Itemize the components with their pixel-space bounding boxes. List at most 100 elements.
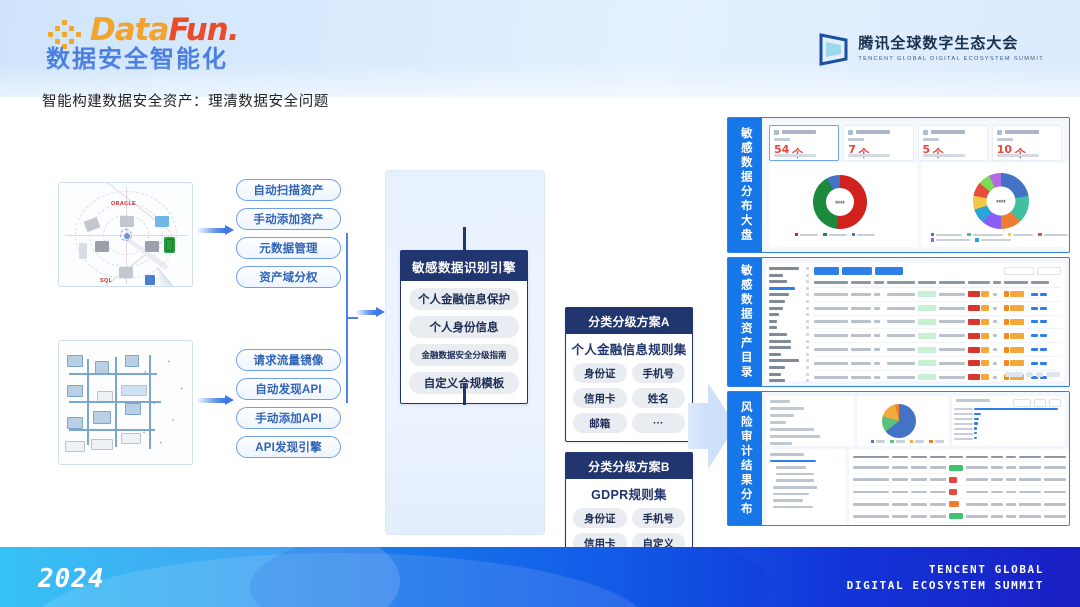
legend-entry [823,233,847,237]
risk-table-row[interactable] [853,474,1069,487]
stat-card[interactable]: 54 个 [769,125,840,161]
search-input[interactable] [1004,267,1034,275]
diagram-canvas: ORACLE SQL [0,115,1080,587]
level-badge [1004,305,1028,312]
table-row[interactable] [814,288,1061,302]
scheme-a-tag-more[interactable]: ··· [631,413,685,433]
engine-rule-item[interactable]: 个人金融信息保护 [409,288,519,310]
table-row[interactable] [814,343,1061,357]
table-row[interactable] [814,329,1061,344]
risk-status-badge [949,476,957,483]
scheme-b-tag[interactable]: 身份证 [573,508,627,528]
api-action-item[interactable]: 自动发现API [236,378,341,400]
tree-node[interactable] [769,352,809,356]
tree-node[interactable] [769,365,809,369]
risk-table-row[interactable] [853,523,1069,525]
engine-rule-item[interactable]: 个人身份信息 [409,316,519,338]
row-actions[interactable] [1031,320,1049,324]
tree-node-selected[interactable] [769,286,809,290]
tree-node[interactable] [769,372,809,376]
risk-status-badge [949,464,963,471]
tree-node[interactable] [769,299,809,303]
engine-rule-item[interactable]: 金融数据安全分级指南 [409,344,519,366]
risk-badge [968,374,990,381]
tree-node[interactable] [769,359,809,363]
tree-node[interactable] [769,346,809,350]
toolbar-button[interactable] [842,267,872,275]
level-badge [1004,291,1028,298]
stat-unit: 个 [858,145,869,161]
risk-table-row[interactable] [853,511,1069,523]
risk-table-row[interactable] [853,499,1069,511]
row-actions[interactable] [1031,361,1049,365]
stat-unit: 个 [1015,145,1026,161]
stat-card[interactable]: 7 个 [843,125,914,161]
tree-node[interactable] [769,306,809,310]
tree-node[interactable] [769,313,809,317]
row-actions[interactable] [1031,292,1049,296]
asset-action-item[interactable]: 手动添加资产 [236,208,341,230]
scheme-a-tag[interactable]: 信用卡 [573,388,627,408]
scheme-b-tag[interactable]: 手机号 [631,508,685,528]
legend-entry [1007,233,1034,237]
status-badge [918,318,936,325]
row-actions[interactable] [1031,306,1049,310]
scheme-a-tag[interactable]: 身份证 [573,363,627,383]
status-badge [918,360,936,367]
row-actions[interactable] [1031,334,1049,338]
table-row[interactable] [814,316,1061,330]
table-row[interactable] [814,357,1061,371]
filter-select[interactable] [1037,267,1061,275]
asset-action-item[interactable]: 资产域分权 [236,266,341,288]
catalog-tree-sidebar [766,263,812,386]
status-badge [918,291,936,298]
tencent-summit-logo: 腾讯全球数字生态大会 TENCENT GLOBAL DIGITAL ECOSYS… [819,30,1044,68]
table-pagination[interactable] [1005,372,1060,377]
tree-node[interactable] [769,379,809,383]
output-label-risk: 风险审计结果分布 [728,392,762,525]
table-row[interactable] [814,371,1061,385]
api-action-item[interactable]: API发现引擎 [236,436,341,458]
status-badge [918,305,936,312]
risk-screenshot [762,392,1069,525]
risk-bar-controls[interactable] [1013,399,1061,407]
risk-table-row[interactable] [853,462,1069,475]
row-actions[interactable] [1031,375,1049,379]
risk-info-card [766,396,854,446]
arrow-to-engine [355,307,385,318]
stat-value: 10 [996,143,1013,156]
risk-table-row[interactable] [853,486,1069,499]
tree-node[interactable] [769,293,809,297]
engine-title: 敏感数据识别引擎 [401,251,527,281]
risk-tree-selected[interactable] [770,459,816,463]
table-row[interactable] [814,302,1061,316]
toolbar-button[interactable] [814,267,839,275]
api-action-item[interactable]: 请求流量镜像 [236,349,341,371]
tree-node[interactable] [769,280,809,284]
db-chip-icon [164,237,175,253]
legend-entry [871,439,886,443]
legend-entry [967,233,1003,237]
tree-node[interactable] [769,332,809,336]
toolbar-button[interactable] [875,267,903,275]
row-actions[interactable] [1031,348,1049,352]
tree-node[interactable] [769,326,809,330]
stat-card-row: 54 个 7 个 5 个 [769,125,1062,161]
scheme-a-tag[interactable]: 姓名 [631,388,685,408]
api-action-item[interactable]: 手动添加API [236,407,341,429]
tree-node[interactable] [769,339,809,343]
connector-lower [346,317,348,403]
scheme-a-tag[interactable]: 手机号 [631,363,685,383]
scheme-a-tag[interactable]: 邮箱 [573,413,627,433]
output-panel-dashboard: 敏感数据分布大盘 54 个 7 个 [727,117,1070,253]
stat-card[interactable]: 10 个 [991,125,1062,161]
tree-node[interactable] [769,273,809,277]
tree-node[interactable] [769,319,809,323]
radar-core [119,228,132,241]
asset-action-item[interactable]: 元数据管理 [236,237,341,259]
stat-card[interactable]: 5 个 [917,125,988,161]
risk-tree-panel [766,449,846,525]
scheme-a-subtitle: 个人金融信息规则集 [571,343,687,357]
tree-node[interactable] [769,267,809,270]
asset-action-item[interactable]: 自动扫描资产 [236,179,341,201]
